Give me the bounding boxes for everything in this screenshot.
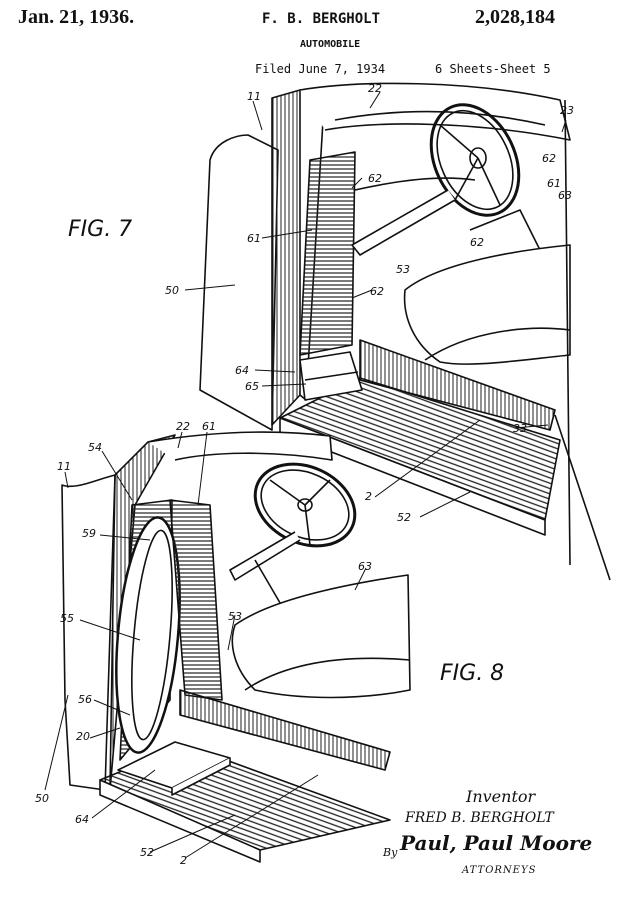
ref-numeral: 20 xyxy=(76,730,90,743)
filed-date: Filed June 7, 1934 xyxy=(255,62,386,76)
patent-date: Jan. 21, 1936. xyxy=(18,6,135,28)
ref-numeral: 61 xyxy=(202,420,216,433)
ref-numeral: 33 xyxy=(513,422,527,435)
ref-numeral: 52 xyxy=(397,511,411,524)
inventor-name-header: F. B. BERGHOLT xyxy=(262,11,381,27)
figure-7-drawing xyxy=(184,82,611,581)
ref-numeral: 59 xyxy=(82,527,96,540)
figure-8-caption: FIG. 8 xyxy=(440,661,504,686)
ref-numeral: 2 xyxy=(365,490,372,503)
ref-numeral: 22 xyxy=(368,82,382,95)
ref-numeral: 22 xyxy=(176,420,190,433)
attorneys-caption: ATTORNEYS xyxy=(461,865,536,876)
figure-7-reference-numerals: 11 22 23 62 61 63 62 61 62 53 50 62 64 6… xyxy=(165,82,574,524)
ref-numeral: 56 xyxy=(78,693,92,706)
ref-numeral: 53 xyxy=(228,610,242,623)
ref-numeral: 62 xyxy=(368,172,382,185)
inventor-full-name: FRED B. BERGHOLT xyxy=(404,810,555,826)
ref-numeral: 52 xyxy=(140,846,154,859)
ref-numeral: 63 xyxy=(558,189,572,202)
ref-numeral: 2 xyxy=(180,854,187,867)
ref-numeral: 62 xyxy=(370,285,384,298)
patent-title: AUTOMOBILE xyxy=(300,39,361,50)
inventor-caption: Inventor xyxy=(465,787,537,806)
ref-numeral: 11 xyxy=(57,460,71,473)
ref-numeral: 62 xyxy=(542,152,556,165)
ref-numeral: 61 xyxy=(547,177,561,190)
figure-8-reference-numerals: 54 22 61 11 59 55 63 53 56 20 50 64 52 2 xyxy=(35,420,372,867)
attorney-signature: Paul, Paul Moore xyxy=(399,831,592,855)
figure-7-caption: FIG. 7 xyxy=(68,217,132,242)
ref-numeral: 64 xyxy=(75,813,89,826)
ref-numeral: 11 xyxy=(247,90,261,103)
signature-block: Inventor FRED B. BERGHOLT By Paul, Paul … xyxy=(382,787,592,876)
ref-numeral: 63 xyxy=(358,560,372,573)
ref-numeral: 55 xyxy=(60,612,74,625)
ref-numeral: 64 xyxy=(235,364,249,377)
ref-numeral: 62 xyxy=(470,236,484,249)
ref-numeral: 23 xyxy=(560,104,574,117)
ref-numeral: 50 xyxy=(165,284,179,297)
sheet-number: 6 Sheets-Sheet 5 xyxy=(435,62,551,76)
ref-numeral: 61 xyxy=(247,232,261,245)
patent-number: 2,028,184 xyxy=(475,6,555,28)
ref-numeral: 53 xyxy=(396,263,410,276)
figure-8-drawing xyxy=(44,431,411,863)
ref-numeral: 65 xyxy=(245,380,259,393)
ref-numeral: 54 xyxy=(88,441,102,454)
ref-numeral: 50 xyxy=(35,792,49,805)
by-label: By xyxy=(382,846,398,859)
